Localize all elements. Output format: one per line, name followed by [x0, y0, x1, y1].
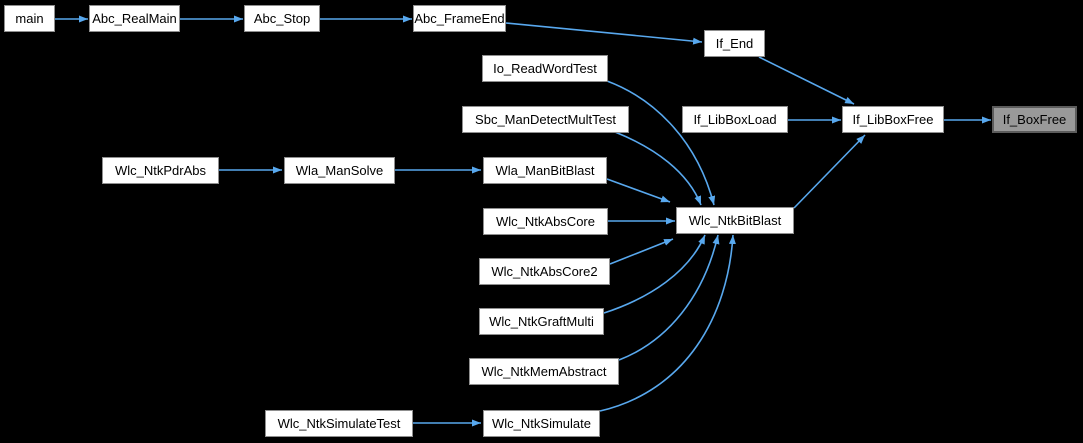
edge-abc-frameend-to-if-end	[505, 22, 703, 45]
node-abc-stop[interactable]: Abc_Stop	[244, 5, 320, 32]
node-wlc-ntkabscore[interactable]: Wlc_NtkAbsCore	[483, 208, 608, 235]
node-wlc-ntkgraftmulti[interactable]: Wlc_NtkGraftMulti	[479, 308, 604, 335]
edge-io-readwordtest-to-wlc-ntkbitblast	[606, 80, 716, 206]
edge-sbc-mandetectmulttest-to-wlc-ntkbitblast	[614, 131, 702, 206]
node-wlc-ntkmemabstract[interactable]: Wlc_NtkMemAbstract	[469, 358, 619, 385]
node-io-readwordtest[interactable]: Io_ReadWordTest	[482, 55, 608, 82]
edge-wlc-ntkmemabstract-to-wlc-ntkbitblast	[618, 234, 720, 361]
edge-wlc-ntkbitblast-to-if-libboxfree	[793, 134, 866, 209]
edge-if-end-to-if-libboxfree	[758, 56, 855, 105]
edge-wlc-ntkabscore2-to-wlc-ntkbitblast	[609, 238, 674, 265]
edge-wlc-ntksimulate-to-wlc-ntkbitblast	[599, 234, 736, 412]
node-wlc-ntksimulatetest[interactable]: Wlc_NtkSimulateTest	[265, 410, 413, 437]
node-wla-manbitblast[interactable]: Wla_ManBitBlast	[483, 157, 607, 184]
node-if-end[interactable]: If_End	[704, 30, 765, 57]
edge-wlc-ntkgraftmulti-to-wlc-ntkbitblast	[603, 234, 706, 314]
node-sbc-mandetectmulttest[interactable]: Sbc_ManDetectMultTest	[462, 106, 629, 133]
node-wlc-ntksimulate[interactable]: Wlc_NtkSimulate	[483, 410, 600, 437]
node-abc-frameend[interactable]: Abc_FrameEnd	[413, 5, 506, 32]
node-wlc-ntkbitblast[interactable]: Wlc_NtkBitBlast	[676, 207, 794, 234]
node-wlc-ntkabscore2[interactable]: Wlc_NtkAbsCore2	[479, 258, 610, 285]
node-if-libboxload[interactable]: If_LibBoxLoad	[682, 106, 788, 133]
edge-wla-manbitblast-to-wlc-ntkbitblast	[606, 178, 671, 203]
node-if-boxfree: If_BoxFree	[992, 106, 1077, 133]
node-abc-realmain[interactable]: Abc_RealMain	[89, 5, 180, 32]
node-main[interactable]: main	[4, 5, 55, 32]
node-wlc-ntkpdrabs[interactable]: Wlc_NtkPdrAbs	[102, 157, 219, 184]
node-if-libboxfree[interactable]: If_LibBoxFree	[842, 106, 944, 133]
node-wla-mansolve[interactable]: Wla_ManSolve	[284, 157, 395, 184]
